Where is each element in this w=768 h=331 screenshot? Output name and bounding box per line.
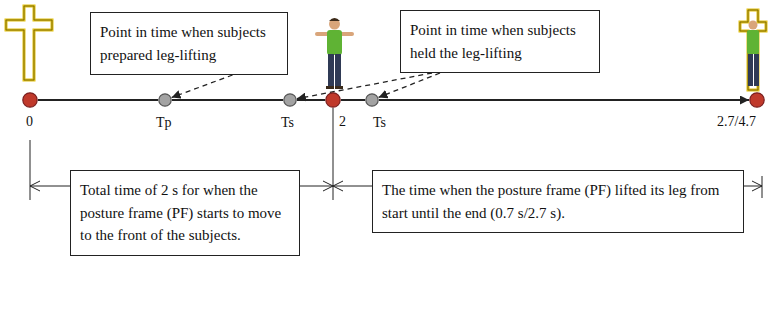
timeline-segment — [38, 99, 158, 101]
time-point-circle — [159, 94, 171, 106]
timeline-segment — [297, 99, 325, 101]
subject-leg — [328, 54, 334, 86]
subject-shoe — [326, 86, 334, 89]
frame-outline — [740, 10, 766, 90]
time-label: Tp — [156, 115, 172, 132]
dimension-arrowhead — [30, 181, 40, 191]
frame-outline — [6, 6, 52, 80]
time-point-circle — [366, 94, 378, 106]
time-label: Ts — [281, 115, 294, 132]
time-point-dot — [365, 93, 379, 107]
time-point: 0 — [22, 92, 38, 108]
timeline-segment — [341, 99, 365, 101]
time-point: 2 — [325, 92, 341, 108]
time-label: 0 — [26, 114, 33, 131]
box-text: Point in time when subjects prepared leg… — [100, 21, 278, 66]
subject-shirt — [747, 30, 759, 54]
time-point-dot — [325, 92, 341, 108]
time-point: Ts — [283, 93, 297, 107]
subject-figure — [315, 18, 354, 89]
frame-edge — [6, 6, 52, 80]
time-point-dot — [22, 92, 38, 108]
callout-box: The time when the posture frame (PF) lif… — [372, 170, 744, 233]
subject-head — [749, 21, 758, 30]
time-label: Ts — [373, 115, 386, 132]
time-point: Ts — [365, 93, 379, 107]
callout-box: Point in time when subjects prepared leg… — [90, 12, 288, 75]
subject-leg — [754, 54, 759, 86]
dimension-arrowhead — [333, 181, 343, 191]
callout-box: Total time of 2 s for when the posture f… — [70, 170, 300, 256]
box-text: Total time of 2 s for when the posture f… — [80, 179, 290, 247]
frame-edge — [740, 10, 766, 90]
callout-box: Point in time when subjects held the leg… — [400, 10, 600, 73]
time-point: 2.7/4.7 — [749, 92, 765, 108]
time-point-circle — [326, 93, 340, 107]
box-text: Point in time when subjects held the leg… — [410, 19, 590, 64]
subject-head — [329, 19, 340, 30]
time-label: 2.7/4.7 — [717, 114, 756, 131]
leader-arrow — [379, 73, 440, 97]
time-point-circle — [284, 94, 296, 106]
timeline-segment — [379, 99, 749, 101]
subject-leg — [335, 54, 341, 86]
time-point: Tp — [158, 93, 172, 107]
subject-leg — [748, 54, 753, 86]
posture-frame-with-subject — [740, 10, 766, 90]
dimension-tick — [762, 176, 763, 198]
dimension-arrowhead — [323, 181, 333, 191]
subject-shoe — [335, 86, 343, 89]
time-point-circle — [750, 93, 764, 107]
time-point-dot — [158, 93, 172, 107]
time-label: 2 — [339, 114, 346, 131]
leader-arrow — [172, 75, 233, 98]
box-text: The time when the posture frame (PF) lif… — [382, 179, 734, 224]
posture-frame-figure — [6, 6, 52, 80]
dimension-tick — [30, 140, 31, 200]
timeline-segment — [172, 99, 283, 101]
leader-arrow — [297, 73, 432, 99]
time-point-circle — [23, 93, 37, 107]
dimension-arrowhead — [752, 181, 762, 191]
time-point-dot — [283, 93, 297, 107]
time-point-dot — [749, 92, 765, 108]
subject-shirt — [327, 30, 342, 55]
subject-hair — [329, 18, 340, 21]
